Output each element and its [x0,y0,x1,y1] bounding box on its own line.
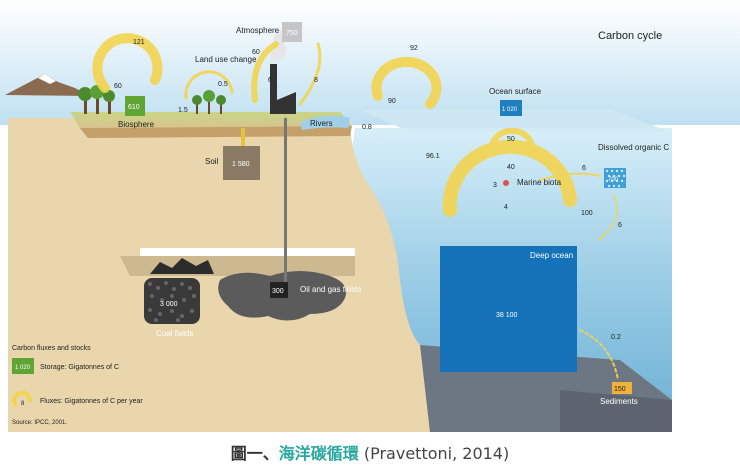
soil-stem [241,128,245,146]
label-atmosphere: Atmosphere [236,26,280,35]
mountain-snow [38,74,56,84]
oil-gas-box [270,282,288,298]
label-sediments: Sediments [600,397,638,406]
flux-surface-to-biota: 50 [507,136,515,143]
biosphere-box [125,96,145,116]
flux-volcanic: 8 [314,77,318,84]
diagram-title: Carbon cycle [598,30,662,42]
stock-atmosphere: 750 [286,30,298,37]
flux-respiration: 60 [114,83,122,90]
flux-biota-to-deep: 4 [504,204,508,211]
marine-biota-icon [503,180,509,186]
stock-oil-gas: 300 [272,288,284,295]
sediment-layer [560,390,672,432]
flux-doc-to-deep: 6 [618,222,622,229]
ocean-surface-box [500,100,522,116]
caption-main: 海洋碳循環 [278,444,359,463]
flux-emissions-60: 60 [252,49,260,56]
label-dissolved-organic-c: Dissolved organic C [598,143,669,152]
soil-box [223,146,260,180]
label-marine-biota: Marine biota [517,178,562,187]
flux-land-use-return: 1.5 [178,107,188,114]
legend-flux-swatch [12,390,33,408]
legend-title: Carbon fluxes and stocks [12,345,91,352]
flux-arrow-emissions [251,41,279,103]
stock-biosphere: 610 [128,104,140,111]
flux-fossil: 6 [268,77,272,84]
sediments-box [612,382,632,394]
flux-arrow-photosynthesis [92,33,163,93]
label-soil: Soil [205,157,219,166]
legend-storage-sample: 1 020 [15,365,31,371]
atmosphere-box [282,22,302,42]
coal-field [144,278,200,324]
label-oil-gas-fields: Oil and gas fields [300,285,361,294]
flux-arrow-doc-deep [597,195,619,241]
river [300,115,350,130]
flux-arrow-sediments [579,329,619,381]
stock-deep-ocean: 38 100 [496,312,518,319]
flux-arrows [92,33,619,381]
legend-flux-label: Fluxes: Gigatonnes of C per year [40,398,143,405]
caption-citation: (Pravettoni, 2014) [358,444,510,463]
mountain [5,74,90,96]
flux-biota-to-doc: 6 [582,165,586,172]
flux-photosynthesis: 121 [133,39,145,46]
caption-prefix: 圖一、 [230,444,279,463]
stock-soil: 1 580 [232,161,250,168]
legend-storage-swatch [12,358,34,374]
flux-arrow-air-sea [371,56,442,109]
flux-land-use: 0.5 [218,81,228,88]
label-rivers: Rivers [310,119,333,128]
flux-arrow-land-use [184,70,234,100]
flux-biota-to-surface: 40 [507,164,515,171]
legend-flux-sample: 8 [21,401,25,407]
flux-ocean-to-atm: 90 [388,98,396,105]
flux-deep-to-surface: 100 [581,210,593,217]
flux-surface-to-deep: 96.1 [426,153,440,160]
legend-storage-label: Storage: Gigatonnes of C [40,364,119,371]
land-use-trees-icon [192,90,226,114]
flux-arrow-small [298,42,322,106]
stock-sediments: 150 [614,386,626,393]
stock-ocean-surface: 1 020 [502,107,518,113]
stock-dissolved-organic-c: 700 [608,177,619,183]
doc-box [604,168,626,188]
label-deep-ocean: Deep ocean [530,251,573,260]
stock-coal: 3 000 [160,301,178,308]
deep-ocean-box [440,246,577,372]
ocean-top [360,110,670,132]
sky [0,0,740,125]
label-ocean-surface: Ocean surface [489,87,542,96]
source-note: Source: IPCC, 2001. [12,420,67,426]
flux-arrow-doc [539,172,601,181]
label-land-use-change: Land use change [195,55,257,64]
label-coal-fields: Coal fields [156,329,193,338]
flux-atm-to-ocean: 92 [410,45,418,52]
carbon-cycle-diagram: Carbon cycle Atmosphere Land use change … [0,0,740,432]
stock-marine-biota: 3 [493,182,497,189]
coal-heap [150,258,214,274]
flux-arrow-biota [489,127,536,155]
flux-deep-to-sediments: 0.2 [611,334,621,341]
label-biosphere: Biosphere [118,120,155,129]
flux-river: 0.8 [362,124,372,131]
figure-caption: 圖一、海洋碳循環 (Pravettoni, 2014) [0,440,740,468]
drill-pipe [284,118,287,286]
mine-ceiling [140,248,355,256]
